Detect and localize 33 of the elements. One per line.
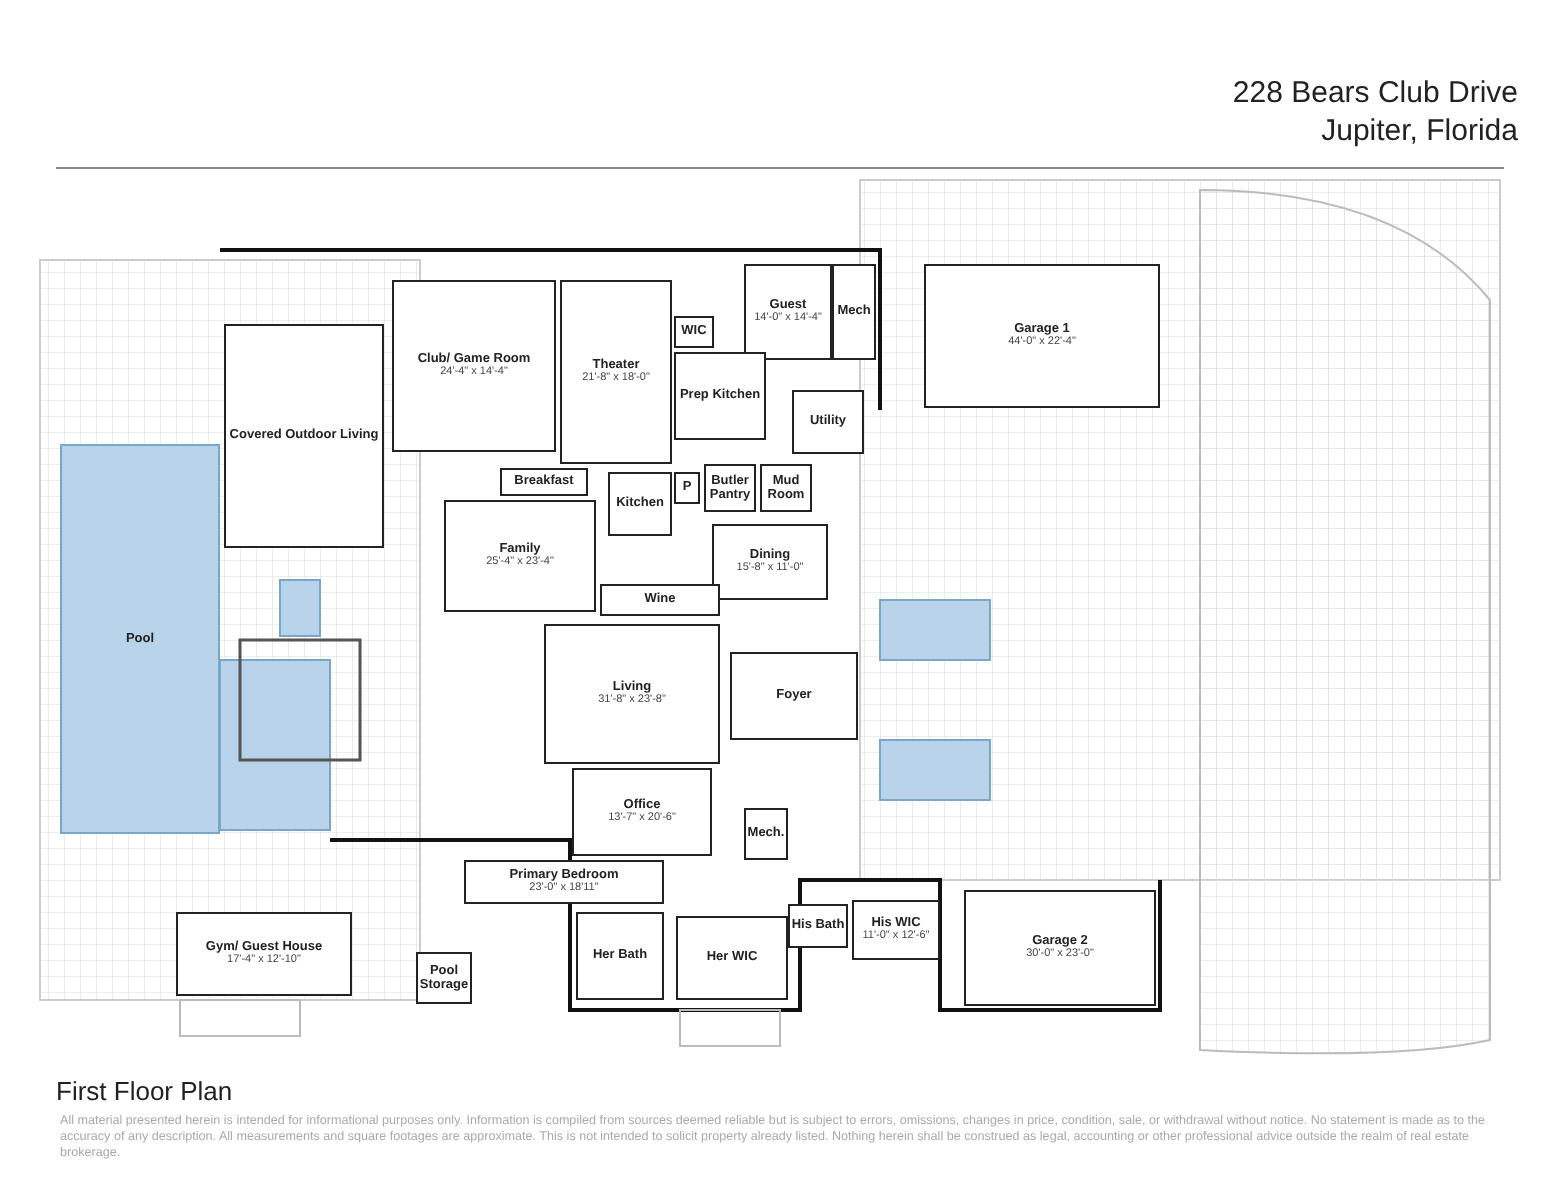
room [760,464,812,512]
room [832,264,876,360]
pool [60,444,220,834]
room [444,500,596,612]
room [730,652,858,740]
room [608,472,672,536]
room [744,264,832,360]
room [500,468,588,496]
property-address: 228 Bears Club Drive [1232,76,1518,110]
room [676,916,788,1000]
property-city: Jupiter, Florida [1321,114,1518,148]
room [464,860,664,904]
room [392,280,556,452]
room [224,324,384,548]
room [704,464,756,512]
room [852,900,940,960]
room [576,912,664,1000]
room [924,264,1160,408]
room [712,524,828,600]
room [792,390,864,454]
room [674,352,766,440]
room [964,890,1156,1006]
room [572,768,712,856]
room [788,904,848,948]
room [544,624,720,764]
room [560,280,672,464]
room [744,808,788,860]
plan-caption: First Floor Plan [56,1076,233,1106]
room [416,952,472,1004]
room [674,316,714,348]
room [674,472,700,504]
room [600,584,720,616]
room [176,912,352,996]
